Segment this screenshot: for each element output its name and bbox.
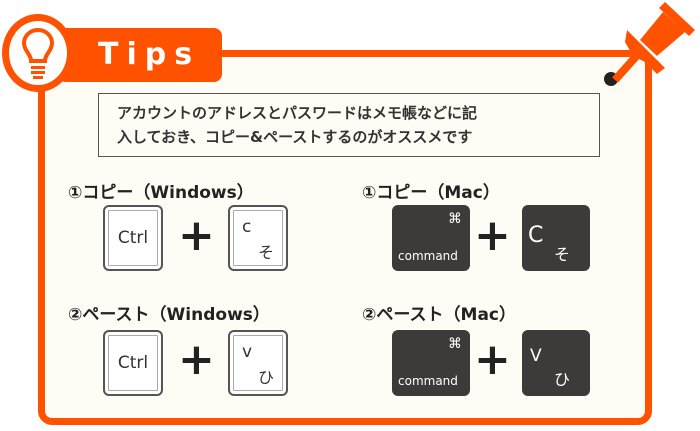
- plus-sign: +: [474, 210, 511, 261]
- key-kana: そ: [257, 243, 274, 262]
- key-label: command: [398, 374, 458, 388]
- heading-paste-windows: ②ペースト（Windows）: [68, 305, 270, 325]
- note-line: アカウントのアドレスとパスワードはメモ帳などに記: [117, 104, 478, 122]
- plus-sign: +: [178, 334, 215, 385]
- note-line: 入しておき、コピー&ペーストするのがオススメです: [117, 128, 473, 146]
- command-key: ⌘ command: [392, 330, 470, 396]
- lightbulb-icon: [21, 27, 55, 79]
- key-kana: ひ: [553, 370, 570, 389]
- key-letter: V: [530, 346, 542, 366]
- key-letter: C: [528, 223, 544, 248]
- key-letter: c: [242, 217, 252, 237]
- key-kana: ひ: [257, 368, 274, 387]
- heading-copy-windows: ①コピー（Windows）: [68, 183, 254, 203]
- pushpin-icon: [612, 2, 695, 83]
- tips-title: Tips: [58, 28, 222, 82]
- command-icon: ⌘: [448, 211, 462, 227]
- command-key: ⌘ command: [392, 205, 470, 271]
- instruction-note: アカウントのアドレスとパスワードはメモ帳などに記 入しておき、コピー&ペーストす…: [98, 93, 600, 157]
- key-label: Ctrl: [117, 353, 149, 373]
- ctrl-key: Ctrl: [103, 205, 163, 271]
- divider: [38, 90, 45, 110]
- heading-paste-mac: ②ペースト（Mac）: [362, 305, 517, 325]
- key-letter: v: [242, 342, 253, 362]
- heading-copy-mac: ①コピー（Mac）: [362, 183, 500, 203]
- key-label: command: [398, 249, 458, 263]
- key-label: Ctrl: [117, 228, 149, 248]
- plus-sign: +: [474, 334, 511, 385]
- ctrl-key: Ctrl: [103, 330, 163, 396]
- command-icon: ⌘: [448, 336, 462, 352]
- key-kana: そ: [553, 245, 570, 264]
- plus-sign: +: [178, 210, 215, 261]
